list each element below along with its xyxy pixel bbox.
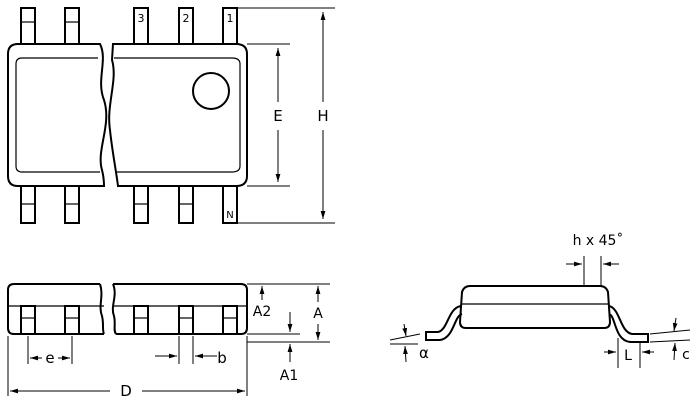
pin-label-n: N [226,210,233,221]
dimension-d-length: D [7,336,248,400]
dimension-e-pitch: e [27,336,73,367]
dimension-label-b: b [217,349,227,367]
dimension-l-foot: L [604,338,654,368]
dimension-h-vertical: H [237,7,335,224]
pin-label-2: 2 [183,12,190,25]
pin1-marker-circle [192,72,230,110]
dimension-e-vertical: E [247,43,290,187]
dimension-label-a1: A1 [280,368,298,384]
dimension-label-d: D [120,382,132,400]
side-body-right [113,283,248,335]
left-lead [425,305,463,341]
right-lead [608,305,649,343]
side-view: e b D A2 A A1 [7,283,330,400]
dimension-label-l: L [624,348,632,364]
side-body-left [7,283,104,335]
top-pins [20,7,238,47]
end-view-body [458,285,612,329]
dimension-alpha-angle: α [389,323,429,363]
pin-label-3: 3 [138,12,145,25]
dimension-label-e-pitch: e [45,349,54,367]
dimension-h-chamfer: h x 45˚ [566,232,623,286]
dimension-label-h45: h x 45˚ [573,232,624,249]
dimension-label-h: H [317,107,328,125]
pin-label-1: 1 [227,12,234,25]
dimension-label-a2: A2 [253,304,271,320]
dimension-label-a: A [313,306,323,322]
end-view: h x 45˚ α L c [389,232,691,368]
dimension-b-lead-width: b [155,336,227,367]
dimension-label-e: E [273,107,282,125]
dimension-label-alpha: α [419,344,429,362]
body-left [7,43,108,187]
dimension-heights: A2 A A1 [247,283,330,384]
dimension-c-thickness: c [649,317,691,363]
dimension-label-c: c [682,347,690,363]
body-right [108,43,248,187]
bottom-pins [20,183,238,224]
top-view: 3 2 1 N E H [7,7,335,224]
